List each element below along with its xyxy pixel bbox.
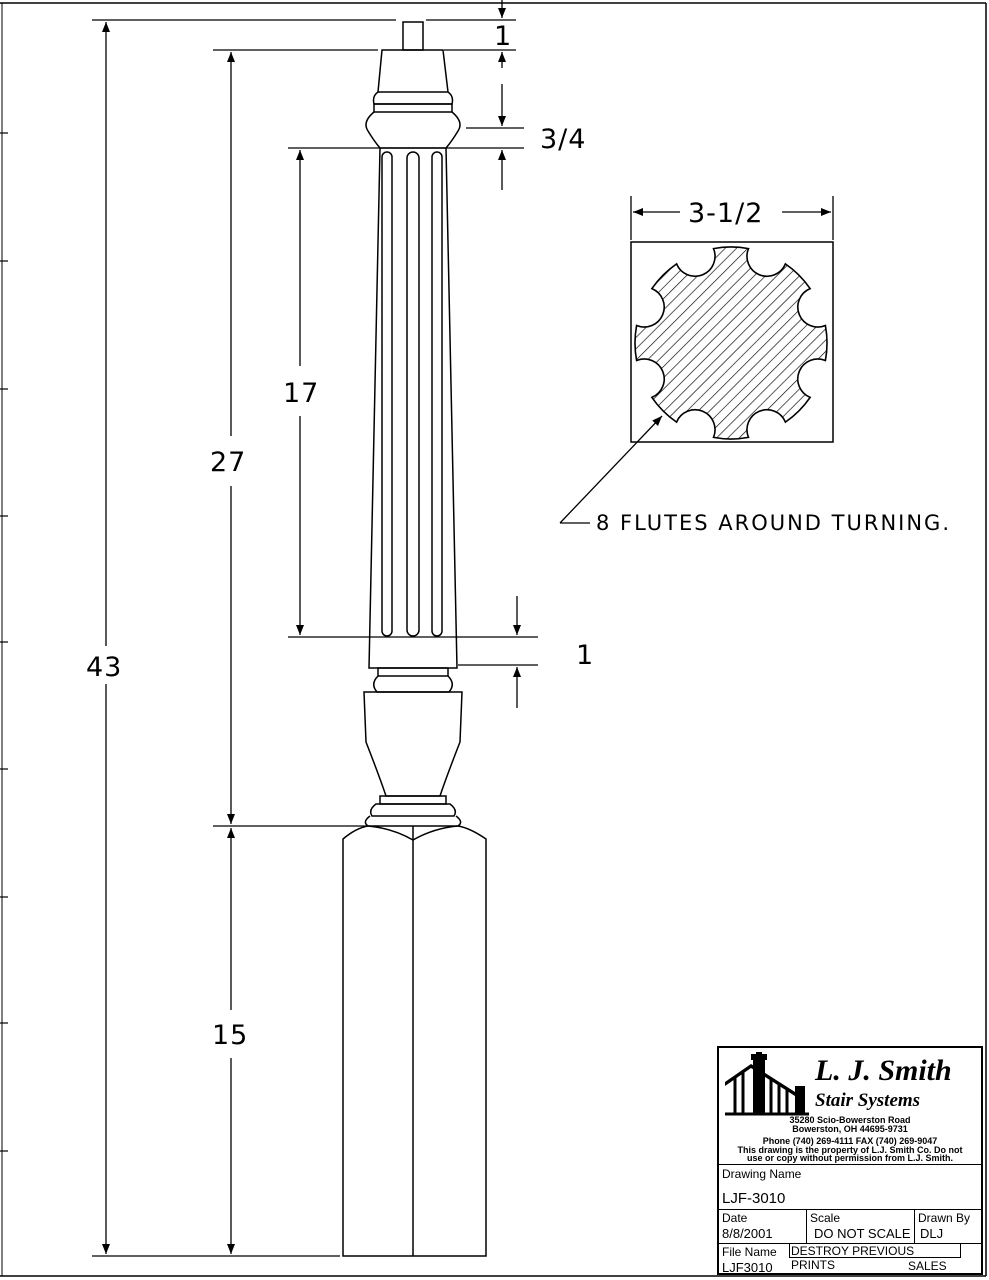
drawing-name-label-row: Drawing Name [719,1164,981,1184]
drawing-name-row: LJF-3010 [719,1184,981,1210]
notice-line-2: use or copy without permission from L.J.… [746,1153,954,1163]
file-name-row: File Name LJF3010 DESTROY PREVIOUS PRINT… [719,1244,981,1275]
cross-section [630,241,834,443]
address-line-2: Bowerston, OH 44695-9731 [792,1124,908,1134]
date-value: 8/8/2001 [722,1226,773,1241]
phone-line: Phone (740) 269-4111 FAX (740) 269-9047 [762,1136,938,1146]
file-name-value: LJF3010 [722,1260,773,1275]
drawn-by-label: Drawn By [918,1211,971,1225]
dimension-lines [92,0,834,1257]
drawing-name-value: LJF-3010 [722,1190,786,1207]
address-line-1: 35280 Scio-Bowerston Road [789,1115,911,1125]
drawn-by-cell: Drawn By DLJ [915,1210,981,1243]
notice-line-1: This drawing is the property of L.J. Smi… [737,1145,963,1155]
company-subname: Stair Systems [815,1090,921,1111]
dim-upper-label: 27 [210,447,246,478]
newel-post [342,21,487,1257]
company-logo-area: L. J. Smith Stair Systems 35280 Scio-Bow… [719,1048,981,1165]
date-scale-row: Date 8/8/2001 Scale DO NOT SCALE Drawn B… [719,1210,981,1244]
dim-neck-label: 3/4 [540,124,586,155]
department-value: SALES [908,1259,947,1273]
dim-section-width-label: 3-1/2 [688,198,763,229]
dim-top-pin-label: 1 [494,21,512,52]
dim-fluted-label: 17 [283,378,319,409]
staircase-logo-icon [725,1052,809,1116]
file-name-cell: File Name LJF3010 [719,1244,789,1275]
dim-collar-label: 1 [576,640,594,671]
company-name: L. J. Smith [815,1054,952,1087]
drawn-by-value: DLJ [920,1226,944,1241]
flutes-callout: 8 FLUTES AROUND TURNING. [596,511,951,535]
dim-base-label: 15 [212,1020,248,1051]
file-name-label: File Name [722,1245,777,1259]
scale-label: Scale [810,1211,841,1225]
scale-cell: Scale DO NOT SCALE [807,1210,915,1243]
date-cell: Date 8/8/2001 [719,1210,807,1243]
drawing-name-label: Drawing Name [722,1167,802,1181]
file-note: DESTROY PREVIOUS PRINTS [789,1244,961,1272]
callout-leader [559,415,663,524]
dim-overall-label: 43 [86,652,122,683]
title-block: L. J. Smith Stair Systems 35280 Scio-Bow… [717,1046,983,1275]
scale-value: DO NOT SCALE [814,1226,911,1241]
date-label: Date [722,1211,748,1225]
